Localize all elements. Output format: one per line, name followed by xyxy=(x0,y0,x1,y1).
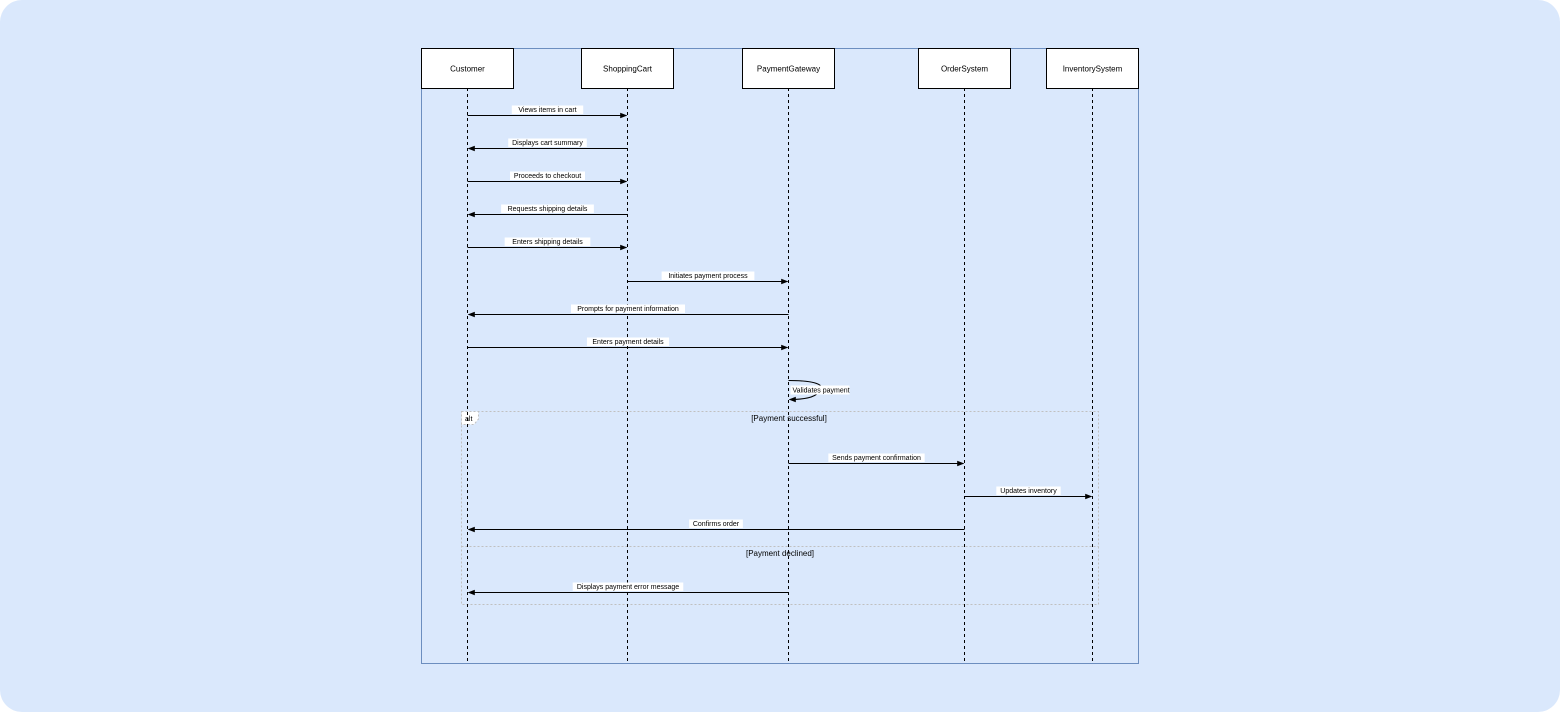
actor-box[interactable] xyxy=(918,48,1011,89)
diagram-frame xyxy=(421,48,1139,664)
message-label-background xyxy=(689,519,743,528)
message-label-background xyxy=(504,237,591,246)
actor-box[interactable] xyxy=(742,48,835,89)
message-label: Proceeds to checkout xyxy=(514,173,581,180)
actor-label: ShoppingCart xyxy=(603,65,653,74)
message-label-background xyxy=(586,337,670,346)
guard-payment-declined: [Payment declined] xyxy=(746,549,814,558)
actor-inventory-system[interactable]: InventorySystem xyxy=(1046,48,1139,89)
actor-shopping-cart[interactable]: ShoppingCart xyxy=(581,48,674,89)
actor-label: OrderSystem xyxy=(941,65,988,74)
message-label-background xyxy=(501,204,594,213)
message-label: Views items in cart xyxy=(518,107,576,114)
message-9[interactable]: Sends payment confirmation xyxy=(788,453,965,467)
message-label: Displays payment error message xyxy=(577,584,679,591)
message-label-background xyxy=(508,138,587,147)
alt-operator-label: alt xyxy=(465,416,472,423)
message-4[interactable]: Enters shipping details xyxy=(467,237,628,251)
actor-label: PaymentGateway xyxy=(757,65,820,74)
actor-customer[interactable]: Customer xyxy=(421,48,514,89)
message-3[interactable]: Requests shipping details xyxy=(467,204,628,218)
message-10[interactable]: Updates inventory xyxy=(964,486,1093,500)
message-2[interactable]: Proceeds to checkout xyxy=(467,171,628,185)
actor-box[interactable] xyxy=(1046,48,1139,89)
message-7[interactable]: Enters payment details xyxy=(467,337,789,351)
message-label: Enters shipping details xyxy=(512,239,583,246)
message-label: Displays cart summary xyxy=(512,140,583,147)
message-label: Prompts for payment information xyxy=(577,306,679,313)
message-0[interactable]: Views items in cart xyxy=(467,105,628,119)
message-label: Sends payment confirmation xyxy=(832,455,921,462)
message-label-background xyxy=(572,582,684,591)
message-12[interactable]: Displays payment error message xyxy=(467,582,789,596)
message-11[interactable]: Confirms order xyxy=(467,519,965,533)
message-label: Enters payment details xyxy=(592,339,664,346)
message-label-background xyxy=(510,171,585,180)
message-6[interactable]: Prompts for payment information xyxy=(467,304,789,318)
actor-box[interactable] xyxy=(581,48,674,89)
actor-label: Customer xyxy=(450,65,485,74)
message-label: Validates payment xyxy=(793,388,850,395)
message-label: Updates inventory xyxy=(1000,488,1057,495)
message-label-background xyxy=(996,486,1061,495)
message-5[interactable]: Initiates payment process xyxy=(627,271,789,285)
message-label: Confirms order xyxy=(693,521,740,528)
actor-box[interactable] xyxy=(421,48,514,89)
message-label-background xyxy=(790,385,850,395)
message-label-background xyxy=(511,105,584,114)
alt-operator-tab xyxy=(461,411,479,425)
message-label-background xyxy=(570,304,686,313)
actor-order-system[interactable]: OrderSystem xyxy=(918,48,1011,89)
actor-label: InventorySystem xyxy=(1063,65,1123,74)
message-label-background xyxy=(661,271,755,280)
message-label-background xyxy=(828,453,925,462)
message-label: Requests shipping details xyxy=(508,206,588,213)
message-label: Initiates payment process xyxy=(668,273,748,280)
message-1[interactable]: Displays cart summary xyxy=(467,138,628,152)
alt-fragment-border xyxy=(461,411,1099,605)
message-8[interactable]: Validates payment xyxy=(788,380,850,403)
actor-payment-gateway[interactable]: PaymentGateway xyxy=(742,48,835,89)
